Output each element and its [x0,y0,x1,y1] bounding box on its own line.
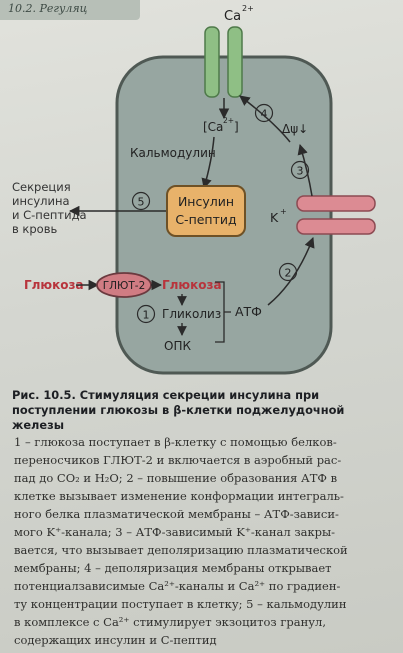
legend-line: мембраны; 4 – деполяризация мембраны отк… [14,561,332,575]
ca-ion-charge: 2+ [242,4,254,13]
step1-number: 1 [143,309,150,322]
step3-circle [290,160,310,180]
secretion-line1: Секреция [12,180,71,194]
glucose-outside-label: Глюкоза [24,278,84,292]
step5-circle [131,191,151,211]
running-header: 10.2. Регуляц [0,0,140,20]
ca-concentration-charge: 2+ [223,116,234,125]
legend-line: потенциалзависимые Ca²⁺-каналы и Ca²⁺ по… [14,579,341,593]
glut2-label: ГЛЮТ-2 [103,280,146,292]
legend-line: переносчиков ГЛЮТ-2 и включается в аэроб… [14,453,342,467]
granule-insulin-label: Инсулин [178,194,234,209]
depolarization-arrow [239,95,291,143]
step1-circle [136,304,156,324]
ca-ion-label: Ca [224,9,241,24]
glucose-inside-label: Глюкоза [162,278,222,292]
legend-line: ту концентрации поступает в клетку; 5 – … [14,597,347,611]
secretion-line3: и С-пептида [12,208,87,222]
figure-caption: Рис. 10.5. Стимуляция секреции инсулина … [12,388,345,432]
atp-label: АТФ [235,304,262,319]
secretion-line4: в кровь [12,222,57,236]
step5-number: 5 [138,196,145,209]
legend-line: содержащих инсулин и С-пептид [14,633,217,647]
step4-number: 4 [261,108,268,121]
legend-line: в комплексе с Ca²⁺ стимулирует экзоцитоз… [14,615,326,629]
running-title: 10.2. Регуляц [8,2,88,15]
legend-line: 1 – глюкоза поступает в β-клетку с помощ… [14,435,337,449]
k-channel-top [296,195,376,212]
k-channel-bottom [296,218,376,235]
k-channel-close-arrow [297,143,313,197]
k-ion-label: K [270,210,279,225]
legend-line: вается, что вызывает деполяризацию плазм… [14,543,348,557]
ca-channel-left [204,26,220,98]
delta-psi-label: Δψ↓ [282,122,308,136]
calmodulin-label: Кальмодулин [130,146,216,160]
step3-number: 3 [297,165,304,178]
granule-cpeptide-label: С-пептид [175,212,236,227]
step4-circle [254,103,274,123]
beta-cell-diagram: Ca 2+ [Ca 2+ ] Кальмодулин Инсулин С-пеп… [12,4,376,375]
secretion-line2: инсулина [12,194,70,208]
ca-concentration-label: [Ca [203,120,223,134]
legend-line: пад до CO₂ и H₂O; 2 – повышение образова… [14,471,338,485]
k-ion-charge: + [280,207,287,216]
legend-line: клетке вызывает изменение конформации ин… [14,489,344,503]
opk-label: ОПК [164,339,191,353]
atp-to-k-channel-arrow [267,237,315,306]
step2-number: 2 [285,267,292,280]
glycolysis-label: Гликолиз [162,307,221,321]
atp-brace [215,281,231,343]
calmodulin-arrow [201,136,215,190]
ca-concentration-bracket: ] [234,120,239,134]
ca-channel-right [227,26,243,98]
insulin-granule [166,185,246,237]
figure-legend: 1 – глюкоза поступает в β-клетку с помощ… [14,433,394,649]
legend-line: мого K⁺-канала; 3 – АТФ-зависимый K⁺-кан… [14,525,336,539]
legend-line: ного белка плазматической мембраны – АТФ… [14,507,339,521]
